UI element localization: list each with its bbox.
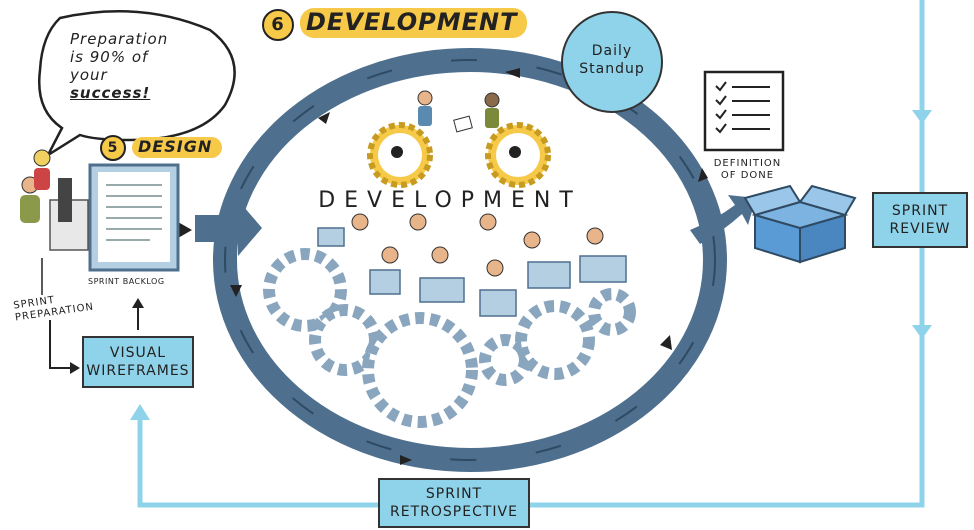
arrow-up-icon bbox=[130, 404, 150, 420]
sprint-retrospective-line: RETROSPECTIVE bbox=[390, 504, 518, 520]
arrow-up-icon bbox=[132, 298, 144, 308]
step-label: DEVELOPMENT bbox=[300, 8, 528, 38]
quote-text: Preparation is 90% of your success! bbox=[70, 30, 230, 102]
feedback-loop-line bbox=[137, 0, 925, 508]
quote-line: is 90% of bbox=[70, 48, 149, 66]
sprint-review-box: SPRINT REVIEW bbox=[872, 192, 968, 248]
arrow-right-icon bbox=[178, 222, 192, 238]
team-illustration bbox=[317, 213, 627, 317]
daily-standup-line: Daily bbox=[591, 43, 633, 59]
gears-illustration bbox=[263, 248, 636, 428]
step-label: DESIGN bbox=[132, 137, 223, 158]
definition-of-done-label: DEFINITION OF DONE bbox=[700, 158, 795, 182]
step-number: 5 bbox=[100, 135, 126, 161]
definition-of-done-line: OF DONE bbox=[720, 170, 775, 181]
daily-standup-bubble bbox=[561, 11, 663, 113]
arrow-down-icon bbox=[912, 325, 932, 339]
daily-standup-label: Daily Standup bbox=[572, 42, 652, 78]
quote-line: your bbox=[70, 66, 108, 84]
sprint-review-line: SPRINT bbox=[891, 203, 949, 219]
arrow-right-icon bbox=[70, 362, 80, 374]
daily-standup-line: Standup bbox=[579, 61, 645, 77]
step-number: 6 bbox=[262, 9, 294, 41]
quote-line: Preparation bbox=[70, 30, 169, 48]
eyes-illustration bbox=[367, 122, 551, 188]
sprint-review-line: REVIEW bbox=[889, 221, 951, 237]
sprint-retrospective-line: SPRINT bbox=[425, 486, 483, 502]
visual-wireframes-line: VISUAL bbox=[109, 345, 167, 361]
design-step-label: 5 DESIGN bbox=[100, 135, 223, 161]
sprint-backlog-label: SPRINT BACKLOG bbox=[88, 277, 165, 286]
sprint-retrospective-box: SPRINT RETROSPECTIVE bbox=[378, 478, 530, 528]
delivery-box-icon bbox=[743, 184, 857, 264]
checklist-icon bbox=[703, 70, 785, 152]
center-development-label: DEVELOPMENT bbox=[318, 188, 582, 213]
loop-entry-arrow bbox=[195, 200, 262, 256]
handshake-illustration bbox=[417, 90, 500, 133]
designer-at-desk-illustration bbox=[20, 149, 89, 251]
arrow-down-icon bbox=[912, 110, 932, 124]
loop-exit-arrow bbox=[690, 195, 756, 244]
visual-wireframes-line: WIREFRAMES bbox=[86, 363, 190, 379]
definition-of-done-line: DEFINITION bbox=[713, 158, 782, 169]
visual-wireframes-box: VISUAL WIREFRAMES bbox=[82, 336, 194, 388]
quote-line: success! bbox=[70, 84, 151, 102]
